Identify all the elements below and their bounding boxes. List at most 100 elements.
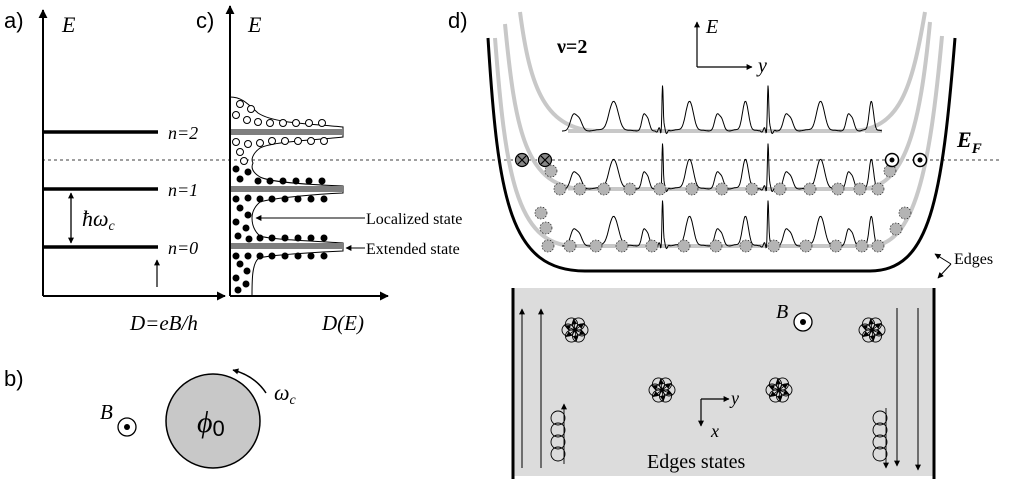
filled-state-dot <box>256 252 264 260</box>
landau-curve-n0 <box>493 35 944 248</box>
localized-dot <box>871 239 885 253</box>
localized-dot <box>739 239 753 253</box>
filled-state-dot <box>268 252 276 260</box>
localized-dot <box>715 182 729 196</box>
filled-state-dot <box>256 234 264 242</box>
localized-dot <box>898 206 912 220</box>
filled-state-dot <box>320 252 328 260</box>
localized-dot <box>831 182 845 196</box>
empty-state-dot <box>244 140 252 148</box>
empty-state-dot <box>254 118 262 126</box>
degeneracy-label: D=eB/h <box>129 311 198 335</box>
empty-state-dot <box>279 119 287 127</box>
empty-state-dot <box>236 100 244 108</box>
filled-state-dot <box>318 177 326 185</box>
level-label-n2: n=2 <box>168 123 198 143</box>
filled-state-dot <box>307 195 315 203</box>
localized-dot <box>589 239 603 253</box>
filled-state-dot <box>254 177 262 185</box>
filled-state-dot <box>244 252 252 260</box>
filled-state-dot <box>236 260 244 268</box>
landau-curve-n2 <box>518 11 927 133</box>
panel-d: d) ν=2 E y <box>448 8 993 479</box>
edge-states-label: Edges states <box>647 451 746 473</box>
filled-state-dot <box>294 234 302 242</box>
filled-state-dot <box>292 177 300 185</box>
empty-state-dot <box>268 137 276 145</box>
state-dots <box>232 100 328 294</box>
panel-b-field-label: B <box>100 400 113 424</box>
empty-state-dot <box>256 139 264 147</box>
panel-d-label: d) <box>448 8 468 33</box>
empty-state-dot <box>240 157 248 165</box>
sample-axis-y-label: y <box>729 388 739 408</box>
cyclotron-orbit-icon <box>648 377 676 403</box>
localized-dot <box>855 239 869 253</box>
edges-pointer-upper <box>934 253 952 265</box>
localized-dot <box>745 182 759 196</box>
filled-state-dot <box>232 252 240 260</box>
empty-state-dot <box>294 137 302 145</box>
cyclotron-orbits <box>550 317 889 469</box>
filled-state-dot <box>242 280 250 288</box>
localized-dot <box>597 182 611 196</box>
filled-state-dot <box>232 165 240 173</box>
localized-dots <box>534 164 912 253</box>
localized-dot <box>677 239 691 253</box>
sample-strip <box>513 288 934 476</box>
empty-state-dot <box>305 119 313 127</box>
edges-pointer-lower <box>937 263 952 279</box>
localized-dot <box>889 222 903 236</box>
localized-dot <box>871 182 885 196</box>
filled-state-dot <box>266 177 274 185</box>
filled-state-dot <box>281 234 289 242</box>
filled-state-dot <box>281 252 289 260</box>
filled-state-dot <box>268 195 276 203</box>
filled-state-dot <box>232 195 240 203</box>
filled-state-dot <box>294 195 302 203</box>
localized-dot <box>563 239 577 253</box>
cyclotron-orbit-icon <box>765 377 793 403</box>
empty-state-dot <box>292 119 300 127</box>
panel-b: b) B ϕ0 ωc <box>4 366 297 469</box>
filled-state-dot <box>243 267 251 275</box>
localized-dot <box>773 182 787 196</box>
filled-state-dot <box>256 195 264 203</box>
cyclotron-orbit-icon <box>858 317 886 343</box>
flux-quantum-label: ϕ0 <box>197 406 225 441</box>
panel-c-label: c) <box>196 8 214 33</box>
localized-dot <box>799 239 813 253</box>
extended-state-label: Extended state <box>366 241 460 258</box>
empty-state-dot <box>243 116 251 124</box>
edge-state-out-icon <box>912 152 928 168</box>
sample-field-label: B <box>776 301 788 323</box>
filled-state-dot <box>307 252 315 260</box>
filled-state-dot <box>244 211 252 219</box>
empty-state-dot <box>236 148 244 156</box>
localized-dot <box>539 221 553 235</box>
localized-dot <box>623 182 637 196</box>
localized-dot <box>544 164 558 178</box>
panel-d-axis-e-label: E <box>705 16 718 38</box>
filling-factor-label: ν=2 <box>556 36 587 58</box>
edge-state-in-icon <box>537 152 553 168</box>
panel-a-label: a) <box>4 8 24 33</box>
localized-dot <box>615 239 629 253</box>
localized-dot <box>829 239 843 253</box>
panel-b-label: b) <box>4 366 24 391</box>
filled-state-dot <box>294 252 302 260</box>
wavefunction-level-0 <box>562 85 882 135</box>
filled-state-dot <box>244 168 252 176</box>
filled-state-dot <box>244 194 252 202</box>
localized-dot <box>534 206 548 220</box>
cyclotron-gap-label: ħωc <box>82 206 116 234</box>
filled-state-dot <box>234 232 242 240</box>
flux-quantum-disk <box>165 373 261 469</box>
localized-dot <box>803 182 817 196</box>
empty-state-dot <box>318 119 326 127</box>
skipping-orbit-icon <box>872 408 889 469</box>
skipping-orbit-icon <box>550 403 567 464</box>
filled-state-dot <box>234 286 242 294</box>
localized-dot <box>553 182 567 196</box>
filled-state-dot <box>320 195 328 203</box>
